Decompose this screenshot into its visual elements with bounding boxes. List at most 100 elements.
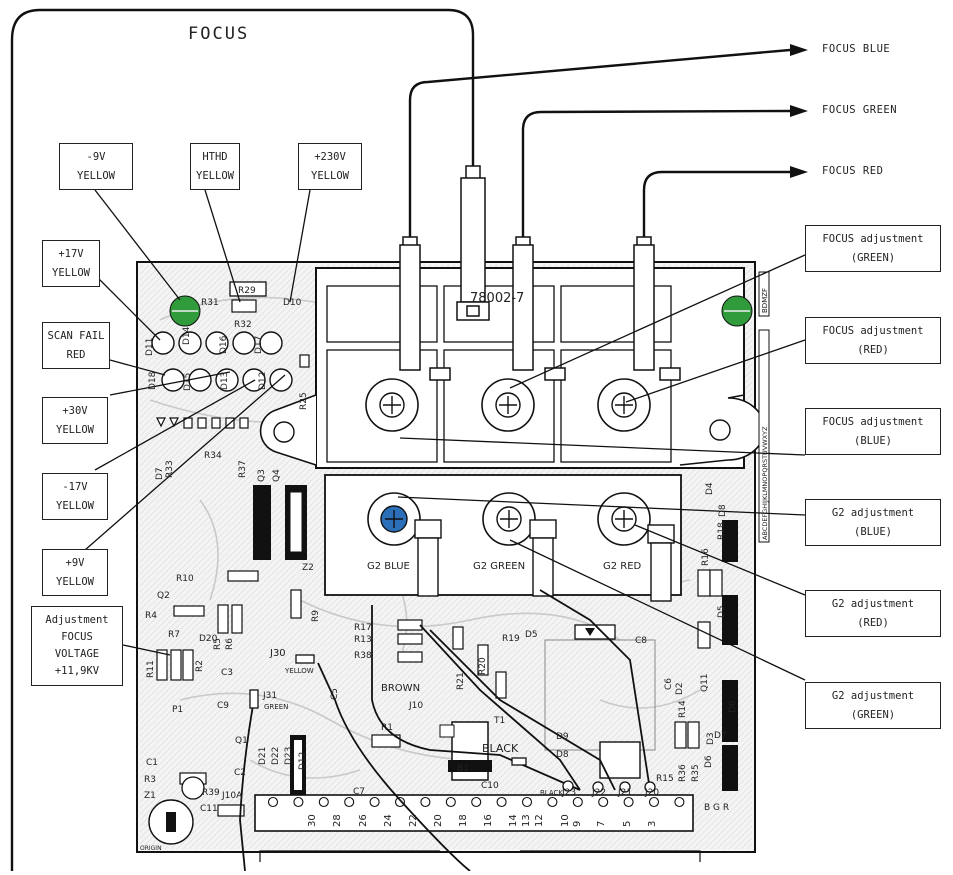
focus-pot-red[interactable] xyxy=(597,378,651,432)
connector-pad xyxy=(394,796,406,808)
compartment xyxy=(560,349,672,463)
designator-q2: Q2 xyxy=(157,591,170,601)
designator-r6: R6 xyxy=(225,638,235,650)
g2-housings xyxy=(414,519,675,602)
output-focus-blue: FOCUS BLUE xyxy=(822,43,891,55)
designator-r10: R10 xyxy=(176,574,194,584)
designator-q3: Q3 xyxy=(257,469,267,482)
connector-pin-14: 14 xyxy=(508,814,519,827)
designator-r9: R9 xyxy=(311,610,321,622)
wire-label-black-2: BLACK xyxy=(540,789,563,797)
connector-pin-26: 26 xyxy=(358,814,369,827)
connector-pad xyxy=(420,796,431,808)
focus-pot-green[interactable] xyxy=(481,378,535,432)
designator-r20: R20 xyxy=(478,657,488,675)
focus-wires xyxy=(10,8,791,871)
focus-pot-blue[interactable] xyxy=(365,378,419,432)
designator-b1: B1 xyxy=(457,764,469,774)
connector-pin-3: 3 xyxy=(647,821,658,827)
designator-r5: R5 xyxy=(213,638,223,650)
g2-red-label: G2 RED xyxy=(603,561,642,572)
wire-label-black: BLACK xyxy=(482,742,519,755)
designator-d4: D4 xyxy=(705,482,715,495)
g2-pot-blue[interactable] xyxy=(367,492,421,546)
compartment xyxy=(326,285,438,343)
designator-d17: D17 xyxy=(254,336,264,354)
designator-c8: C8 xyxy=(635,636,647,646)
callout-g2-adjustment-green: G2 adjustment(GREEN) xyxy=(805,682,941,729)
designator-d6: D6 xyxy=(704,755,714,768)
designator-d15: D15 xyxy=(183,373,193,391)
arrow-heads xyxy=(790,44,808,178)
designator-d7: D7 xyxy=(155,467,165,480)
designator-r31: R31 xyxy=(201,298,219,308)
designator-r14: R14 xyxy=(678,700,688,718)
designator-r32: R32 xyxy=(234,320,252,330)
connector-j10a: J10A xyxy=(221,791,243,801)
designator-c6: C6 xyxy=(664,678,674,690)
designator-r37: R37 xyxy=(238,460,248,478)
origin-label: ORIGIN xyxy=(140,845,162,852)
designator-r33: R33 xyxy=(165,460,175,478)
z1-zener xyxy=(181,776,205,800)
wire-label-brown: BROWN xyxy=(381,683,420,694)
connector-pad xyxy=(674,796,685,808)
designator-d5: D5 xyxy=(717,605,727,618)
connector-pad xyxy=(547,796,558,808)
designator-d23: D23 xyxy=(284,747,294,765)
designator-c10: C10 xyxy=(481,781,499,791)
wire-terminals xyxy=(249,654,656,793)
designator-c3: C3 xyxy=(221,668,233,678)
designator-r7: R7 xyxy=(168,630,180,640)
designator-p1: P1 xyxy=(172,705,183,715)
mount-screw xyxy=(709,419,731,441)
wire-label-yellow: YELLOW xyxy=(284,667,314,675)
designator-d11: D11 xyxy=(145,338,155,356)
output-focus-green: FOCUS GREEN xyxy=(822,104,898,116)
g2-green-label: G2 GREEN xyxy=(473,561,525,572)
designator-d16: D16 xyxy=(219,335,229,354)
side-strip-mid-text: ABCDEFGHIJKLMNOPQRSTUVWXYZ xyxy=(761,426,769,540)
designator-d22: D22 xyxy=(271,747,281,765)
g2-pot-green[interactable] xyxy=(482,492,536,546)
output-focus-red: FOCUS RED xyxy=(822,165,884,177)
connector-j21: J21 xyxy=(617,788,632,798)
q3-transistor xyxy=(253,485,271,560)
connector-pad xyxy=(318,796,329,808)
designator-d7: D7 xyxy=(714,731,727,741)
connector-pad xyxy=(369,796,380,808)
connector-pad xyxy=(623,796,634,808)
callout-g2-adjustment-red: G2 adjustment(RED) xyxy=(805,590,941,637)
compartment xyxy=(443,349,555,463)
diagram-title: FOCUS xyxy=(188,24,250,44)
designator-c11: C11 xyxy=(200,804,218,814)
connector-pin-9: 9 xyxy=(572,821,583,827)
connector-pad xyxy=(496,796,507,808)
connector-pin-22: 22 xyxy=(408,814,419,827)
g2-pot-red[interactable] xyxy=(597,492,651,546)
connector-pad xyxy=(521,796,533,808)
designator-d14: D14 xyxy=(182,326,192,345)
wire-label-green: GREEN xyxy=(264,703,288,711)
r29-resistor xyxy=(229,281,267,297)
test-point-row-2 xyxy=(161,368,293,392)
part-number: 78002-7 xyxy=(470,291,524,306)
designator-r35: R35 xyxy=(691,764,701,782)
designator-r19: R19 xyxy=(502,634,520,644)
connector-pad xyxy=(293,796,304,808)
connector-j20: J20 xyxy=(644,788,659,798)
designator-r16: R16 xyxy=(701,548,711,566)
connector-pin-16: 16 xyxy=(483,814,494,827)
connector-pad xyxy=(267,796,279,808)
designator-r21: R21 xyxy=(456,672,466,690)
designator-r4: R4 xyxy=(145,611,157,621)
connector-pin-5: 5 xyxy=(622,821,633,827)
